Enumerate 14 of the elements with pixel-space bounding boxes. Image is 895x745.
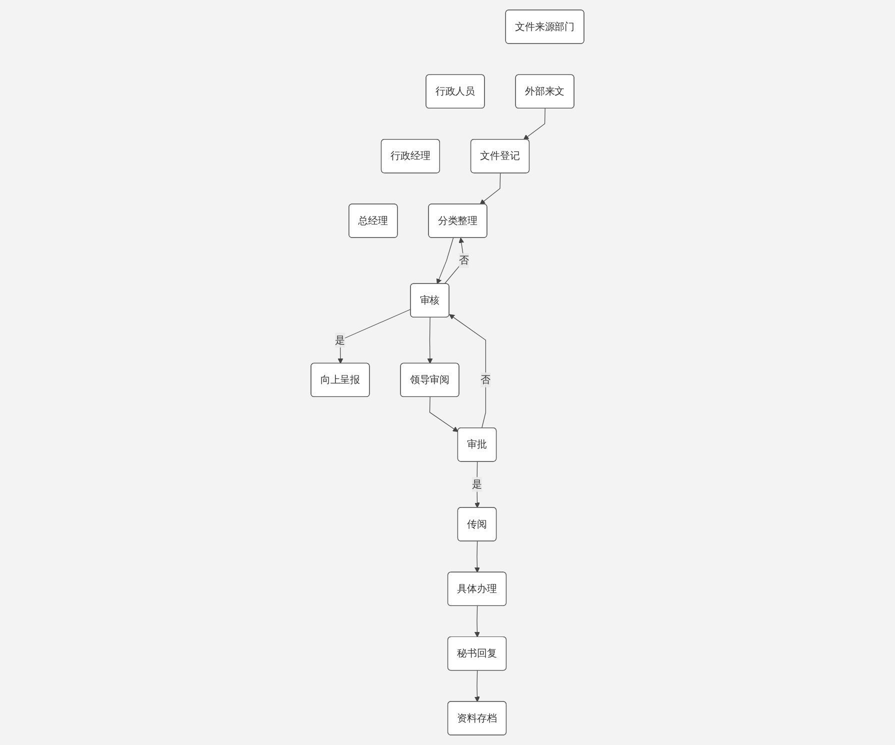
- arrow: [474, 541, 480, 573]
- arrow: [427, 317, 433, 364]
- arrow: [523, 108, 546, 140]
- edge-label: 是: [335, 334, 346, 346]
- arrow: [338, 308, 412, 364]
- arrow: [429, 396, 458, 432]
- arrow: [480, 172, 501, 205]
- edge-label: 是: [472, 478, 482, 490]
- arrow: [474, 606, 480, 638]
- arrow: [449, 314, 486, 428]
- edge-label: 否: [458, 254, 469, 266]
- arrow: [436, 238, 454, 284]
- arrow: [474, 670, 480, 702]
- edge-label: 否: [480, 374, 491, 386]
